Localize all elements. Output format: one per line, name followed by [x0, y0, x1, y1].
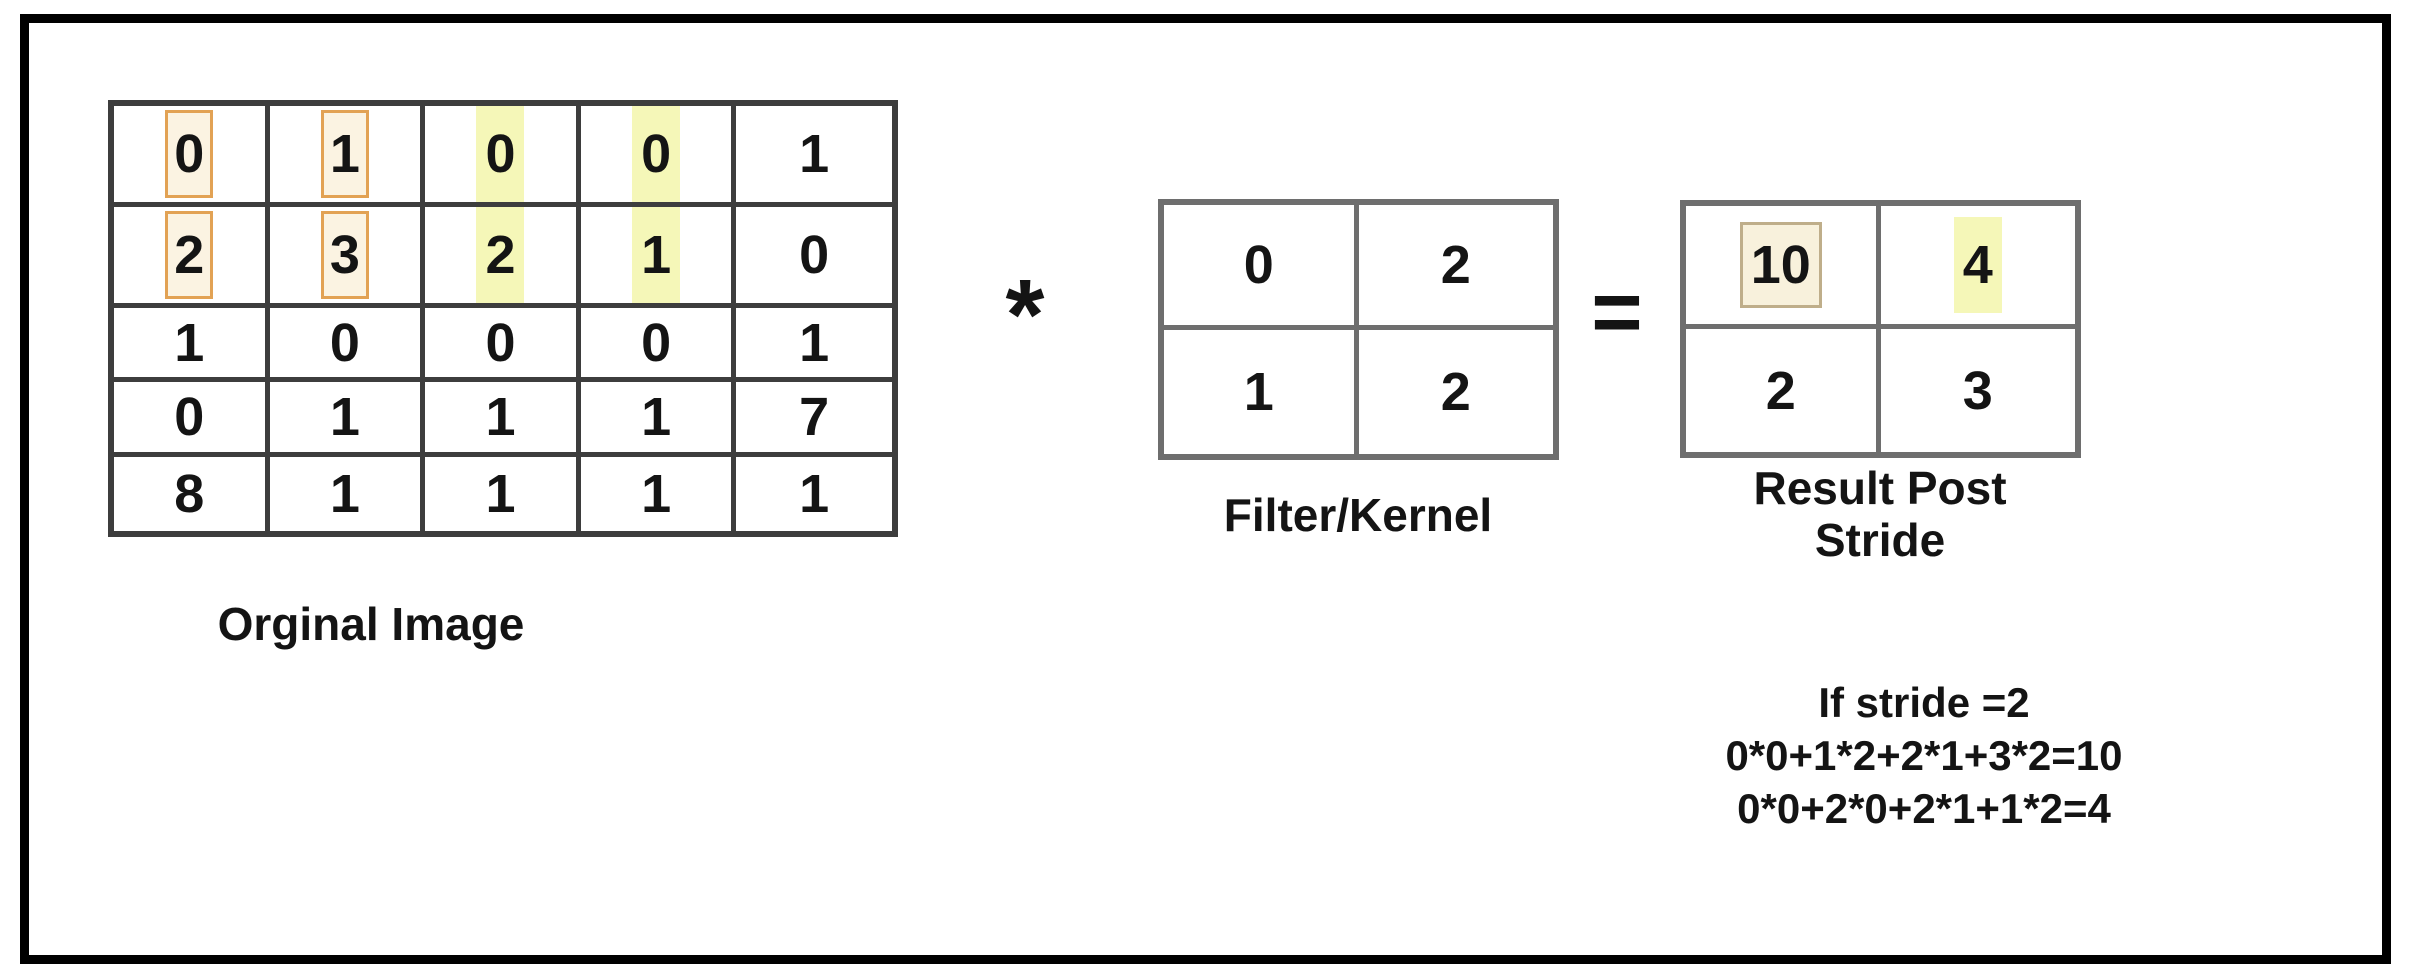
matrix-cell: 7	[736, 382, 892, 457]
stride-note-line: 0*0+2*0+2*1+1*2=4	[1737, 785, 2111, 832]
cell-value: 1	[329, 463, 360, 524]
cell-value: 8	[174, 463, 205, 524]
cell-value: 0	[485, 312, 516, 373]
stride-note-line: 0*0+1*2+2*1+3*2=10	[1725, 732, 2123, 779]
matrix-cell: 1	[114, 308, 270, 383]
matrix-cell: 1	[425, 456, 581, 531]
matrix-cell: 2	[425, 207, 581, 308]
matrix-cell: 2	[1358, 205, 1553, 330]
matrix-cell: 1	[736, 308, 892, 383]
result-label-line2: Stride	[1814, 514, 1946, 566]
convolution-operator: *	[1005, 259, 1045, 371]
matrix-cell: 1	[580, 207, 737, 308]
cell-value: 1	[320, 110, 369, 198]
cell-value: 1	[329, 386, 360, 447]
matrix-cell: 3	[269, 207, 426, 308]
original-image-label: Orginal Image	[217, 598, 525, 650]
matrix-cell: 2	[114, 207, 270, 308]
outer-frame	[20, 14, 2391, 964]
matrix-cell: 1	[269, 106, 426, 207]
result-matrix: 10 4 2 3	[1680, 200, 2081, 458]
filter-kernel-matrix: 0 2 1 2	[1158, 199, 1559, 460]
cell-value: 1	[174, 312, 205, 373]
cell-value: 0	[476, 106, 525, 202]
cell-value: 2	[1440, 361, 1471, 422]
cell-value: 0	[632, 106, 681, 202]
matrix-cell: 10	[1686, 206, 1881, 329]
matrix-cell: 1	[580, 382, 737, 457]
matrix-cell: 4	[1880, 206, 2075, 329]
result-label: Result Post Stride	[1680, 462, 2080, 566]
cell-value: 1	[799, 312, 830, 373]
cell-value: 1	[641, 463, 672, 524]
cell-value: 2	[476, 207, 525, 303]
matrix-cell: 1	[269, 382, 426, 457]
equals-operator: =	[1591, 262, 1643, 361]
matrix-cell: 2	[1359, 330, 1554, 455]
matrix-cell: 0	[1164, 205, 1359, 330]
cell-value: 0	[641, 312, 672, 373]
cell-value: 7	[799, 386, 830, 447]
cell-value: 2	[1440, 234, 1471, 295]
matrix-cell: 0	[736, 207, 892, 308]
result-label-line1: Result Post	[1753, 462, 2007, 514]
matrix-cell: 0	[114, 382, 270, 457]
cell-value: 0	[1243, 234, 1274, 295]
cell-value: 10	[1739, 222, 1822, 308]
matrix-cell: 1	[1164, 329, 1359, 454]
matrix-cell: 0	[269, 308, 426, 383]
matrix-cell: 0	[580, 308, 737, 383]
cell-value: 3	[320, 211, 369, 299]
cell-value: 1	[799, 124, 830, 184]
matrix-cell: 3	[1881, 329, 2076, 452]
cell-value: 0	[174, 386, 205, 447]
matrix-cell: 1	[425, 382, 581, 457]
matrix-cell: 8	[114, 456, 270, 531]
matrix-cell: 0	[580, 106, 737, 207]
cell-value: 0	[165, 110, 214, 198]
cell-value: 2	[165, 211, 214, 299]
cell-value: 1	[485, 386, 516, 447]
matrix-cell: 2	[1686, 329, 1881, 452]
cell-value: 4	[1953, 217, 2002, 313]
cell-value: 2	[1765, 360, 1796, 421]
cell-value: 0	[329, 312, 360, 373]
cell-value: 1	[799, 463, 830, 524]
matrix-cell: 0	[425, 308, 581, 383]
matrix-cell: 1	[736, 106, 892, 207]
cell-value: 1	[632, 207, 681, 303]
cell-value: 3	[1962, 360, 1993, 421]
matrix-cell: 1	[736, 457, 892, 531]
filter-kernel-label: Filter/Kernel	[1223, 489, 1493, 541]
cell-value: 1	[1243, 361, 1274, 422]
matrix-cell: 0	[425, 106, 581, 207]
cell-value: 1	[641, 386, 672, 447]
matrix-cell: 0	[114, 106, 270, 207]
cell-value: 1	[485, 463, 516, 524]
matrix-cell: 1	[581, 456, 737, 531]
stride-note-line: If stride =2	[1818, 679, 2030, 726]
stride-calculation-notes: If stride =2 0*0+1*2+2*1+3*2=10 0*0+2*0+…	[1574, 676, 2274, 835]
matrix-cell: 1	[270, 456, 426, 531]
cell-value: 0	[799, 225, 830, 285]
